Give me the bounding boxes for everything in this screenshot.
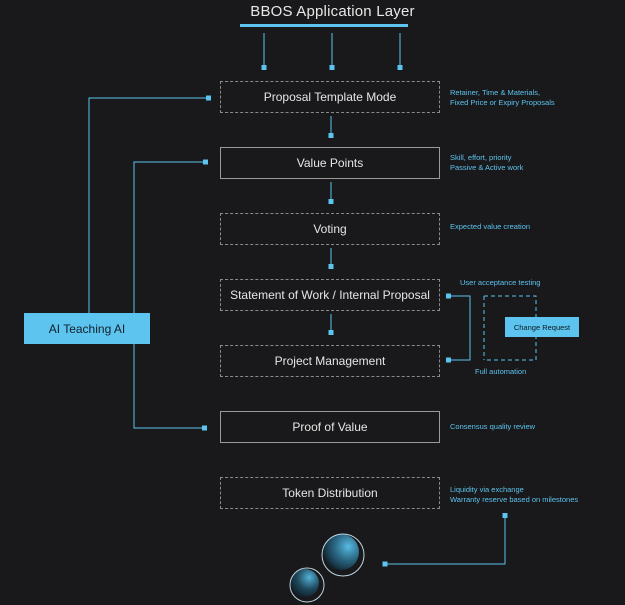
stage-voting: Voting — [220, 213, 440, 245]
note-line: Retainer, Time & Materials, — [450, 88, 541, 97]
stage-proof-of-value: Proof of Value — [220, 411, 440, 443]
change-request-box: Change Request — [505, 317, 579, 337]
title-drops — [261, 33, 403, 70]
note-line: Warranty reserve based on milestones — [450, 495, 579, 504]
ai-connector-ends — [202, 95, 211, 431]
feedback-loop-ends — [446, 293, 451, 363]
note-proposal: Retainer, Time & Materials, Fixed Price … — [450, 88, 555, 108]
stage-token-distribution: Token Distribution — [220, 477, 440, 509]
token-connector-ends — [382, 513, 508, 567]
note-line: Consensus quality review — [450, 422, 536, 431]
stage-project-management: Project Management — [220, 345, 440, 377]
diagram-title: BBOS Application Layer — [250, 3, 415, 20]
note-line: Passive & Active work — [450, 163, 524, 172]
stage-statement-of-work: Statement of Work / Internal Proposal — [220, 279, 440, 311]
note-line: Skill, effort, priority — [450, 153, 512, 162]
stage-proposal-template-mode: Proposal Template Mode — [220, 81, 440, 113]
loop-bottom-label: Full automation — [475, 367, 527, 376]
note-value-points: Skill, effort, priority Passive & Active… — [450, 153, 523, 173]
ai-connectors — [88, 97, 208, 429]
stage-connectors — [328, 116, 334, 335]
stage-value-points: Value Points — [220, 147, 440, 179]
title-underline — [240, 24, 408, 27]
note-token-distribution: Liquidity via exchange Warranty reserve … — [450, 485, 578, 505]
ai-teaching-ai-box: AI Teaching AI — [24, 313, 150, 344]
token-connector — [385, 515, 506, 565]
note-proof-of-value: Consensus quality review — [450, 422, 535, 432]
note-line: Liquidity via exchange — [450, 485, 524, 494]
note-voting: Expected value creation — [450, 222, 530, 232]
token-orbs — [289, 533, 365, 603]
note-line: Fixed Price or Expiry Proposals — [450, 98, 555, 107]
loop-top-label: User acceptance testing — [460, 278, 541, 287]
note-line: Expected value creation — [450, 222, 531, 231]
